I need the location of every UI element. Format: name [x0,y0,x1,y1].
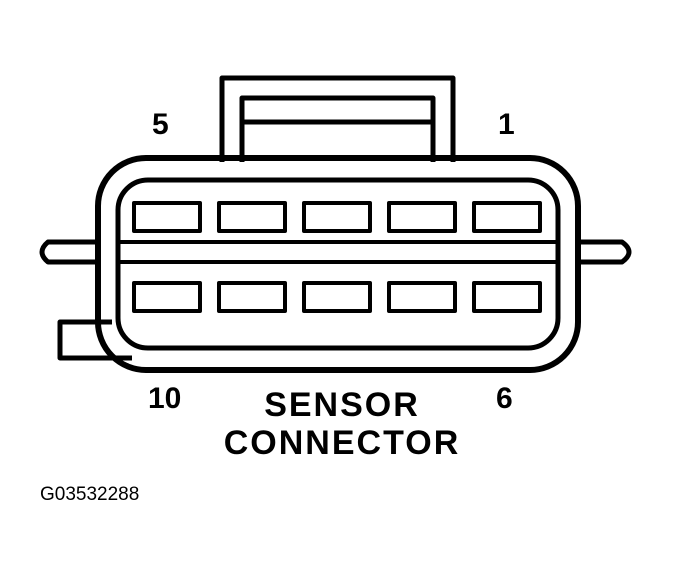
pin-label-top-left: 5 [152,108,169,141]
pin-label-bottom-left: 10 [148,382,182,415]
pin-cavity-5 [132,201,202,233]
pin-label-bottom-right: 6 [496,382,513,415]
left-mounting-pin [39,239,100,265]
title-line-1: SENSOR [264,386,420,424]
polarizing-key [57,319,132,361]
pin-cavity-1 [472,201,542,233]
latch-inner [239,95,436,162]
pin-cavity-8 [302,281,372,313]
pin-cavity-4 [217,201,287,233]
right-mounting-pin [576,239,632,265]
pin-cavity-9 [217,281,287,313]
pin-label-top-right: 1 [498,108,515,141]
figure-id: G03532288 [40,484,140,505]
pin-cavity-3 [302,201,372,233]
pin-cavity-6 [472,281,542,313]
pin-cavity-2 [387,201,457,233]
latch-outer [219,75,456,162]
pin-cavity-7 [387,281,457,313]
title-line-2: CONNECTOR [223,424,461,462]
pin-cavity-10 [132,281,202,313]
connector-body-outer [95,155,581,373]
